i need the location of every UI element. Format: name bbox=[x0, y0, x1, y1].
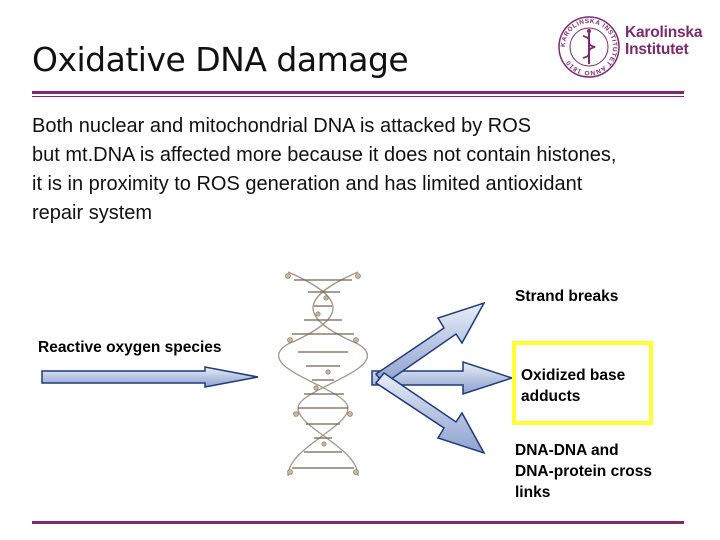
body-line: it is in proximity to ROS generation and… bbox=[32, 173, 583, 195]
crosslink-arrow bbox=[374, 371, 486, 455]
highlight-box bbox=[512, 341, 653, 425]
logo-wordmark-line1: Karolinska bbox=[625, 24, 703, 41]
oxidized-line: adducts bbox=[521, 388, 581, 405]
oxidized-base-label: Oxidized base adducts bbox=[521, 365, 625, 407]
strand-break-arrow bbox=[374, 301, 486, 386]
strand-breaks-label: Strand breaks bbox=[515, 288, 619, 305]
body-line: Both nuclear and mitochondrial DNA is at… bbox=[32, 115, 532, 137]
ros-arrow bbox=[41, 366, 259, 388]
title-divider bbox=[32, 91, 684, 97]
dna-double-helix-icon bbox=[277, 271, 369, 477]
crosslinks-line: links bbox=[515, 484, 551, 501]
karolinska-seal-icon: KAROLINSKA INSTITUTET ANNO 1810 bbox=[558, 16, 620, 78]
logo-wordmark-line2: Institutet bbox=[625, 41, 689, 58]
crosslinks-line: DNA-DNA and bbox=[515, 442, 619, 459]
footer-divider bbox=[32, 521, 684, 524]
crosslinks-line: DNA-protein cross bbox=[515, 463, 652, 480]
ros-label: Reactive oxygen species bbox=[38, 339, 222, 356]
body-text: Both nuclear and mitochondrial DNA is at… bbox=[32, 112, 720, 228]
karolinska-logo: KAROLINSKA INSTITUTET ANNO 1810 Karolins… bbox=[556, 14, 706, 80]
oxidized-line: Oxidized base bbox=[521, 367, 626, 384]
slide-title: Oxidative DNA damage bbox=[32, 40, 409, 79]
body-line: but mt.DNA is affected more because it d… bbox=[32, 144, 617, 166]
crosslinks-label: DNA-DNA and DNA-protein cross links bbox=[515, 440, 652, 503]
body-line: repair system bbox=[32, 202, 153, 224]
